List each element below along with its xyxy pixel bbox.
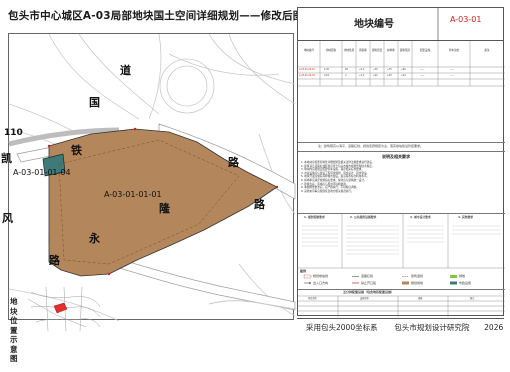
table-header: 停车泊位 (448, 49, 460, 52)
locator-map (27, 286, 101, 332)
table-header: 用地面积 (325, 49, 337, 52)
table-cell: ≤60 (401, 68, 406, 71)
table-cell: —— (420, 74, 425, 77)
notes-list: 1. 本地块应按照控制性详细规划及相关法律法规要求进行建设。 2. 建筑退让道路… (301, 161, 501, 193)
info-panel: 地块编号 A-03-01 地块编号 用地面积 用地性质 容积率 建筑密度 绿地率… (297, 7, 505, 317)
parcel-code-04: A-03-01-01-04 (13, 168, 71, 177)
table-cell: ≤24 (401, 74, 406, 77)
table-cell: A-03-01-01-01 (299, 68, 315, 71)
page-title: 包头市中心城区A-03局部地块国土空间详细规划——修改后图则 (8, 10, 315, 22)
road-label-long: 隆 (159, 202, 170, 215)
parcel-map[interactable]: 道 国 110 凯 铁 风 路 路 路 隆 永 A-03-01-01-04 A-… (1, 33, 296, 322)
boundary-points (47, 127, 279, 276)
table-header: 建筑密度 (371, 49, 383, 52)
road-label-guo: 国 (89, 96, 100, 109)
sub-table-header: 设施名称 (360, 297, 369, 300)
note-item: 4. 市政设施应与建设工程同步规划、同步设计、同步建设。 (301, 171, 370, 175)
road-label-dao: 道 (120, 64, 131, 77)
note-item: 7. 建筑色彩、风格应与周边环境相协调。 (301, 182, 349, 186)
note-item: 6. 绿地率应满足规划指标要求，绿化应与建筑统一设计。 (301, 178, 367, 182)
table-header: 备注 (484, 49, 490, 52)
control-box-title: 3. 城市设计要求 (410, 215, 431, 219)
map-canvas (8, 33, 296, 322)
table-header: 绿地率 (387, 49, 395, 52)
road-label-lu-right: 路 (254, 198, 265, 211)
road-label-yong: 永 (89, 232, 100, 245)
table-cell: —— (420, 68, 425, 71)
legend-item: 道路红线 (361, 274, 374, 278)
indicator-table-grid (298, 41, 505, 87)
note-item: 8. 本图则经批准后，应严格执行，不得擅自调整。 (301, 186, 359, 190)
legend-item: 规划地块线 (313, 274, 329, 278)
table-note: 注：建筑限高以海平、道路红线、视线走廊规控为主，落实地块建设管控要求。 (318, 144, 424, 148)
road-label-feng: 风 (2, 212, 13, 225)
footer: 采用包头2000坐标系 包头市规划设计研究院 2026 (306, 322, 503, 333)
legend-swatches (303, 274, 457, 285)
sub-table-header: 规模 (418, 297, 423, 300)
note-item: 1. 本地块应按照控制性详细规划及相关法律法规要求进行建设。 (301, 161, 375, 164)
note-item: 2. 建筑退让道路红线距离应符合包头市城市规划管理技术规定。 (301, 164, 375, 168)
table-cell: —— (450, 74, 455, 77)
parcel-number-code: A-03-01 (450, 15, 482, 24)
table-cell: ≤2.0 (359, 68, 365, 71)
parcel-code-01: A-03-01-01-01 (104, 190, 162, 199)
table-cell: ≤30 (373, 68, 378, 71)
building-setback-line (58, 139, 240, 265)
table-cell: —— (450, 68, 455, 71)
table-cell: ≥30 (387, 74, 392, 77)
table-cell: U (345, 74, 347, 77)
table-cell: 0.18 (324, 74, 329, 77)
background-road-network (8, 33, 296, 322)
table-header: 配套设施 (419, 49, 431, 52)
table-cell: A-03-01-01-04 (299, 74, 315, 77)
parcel-a-03-01-01-01 (48, 128, 278, 277)
notes-title: 说明及相关要求 (382, 154, 410, 159)
legend-item: 出入口方向 (313, 281, 329, 285)
table-cell: ≤1.0 (359, 74, 365, 77)
road-label-kai: 凯 (1, 152, 12, 165)
road-label-tie: 铁 (71, 144, 82, 157)
table-cell: 2.45 (324, 68, 329, 71)
table-cell: ≥35 (387, 68, 392, 71)
locator-site-marker (53, 302, 68, 314)
control-box-title: 1. 规划控制要求 (304, 215, 325, 219)
road-label-lu-lower: 路 (49, 254, 60, 267)
control-box-title: 2. 公共服务设施要求 (350, 215, 377, 219)
footer-coordinate-system: 采用包头2000坐标系 (306, 323, 378, 332)
legend-item: 市政设施 (459, 281, 472, 285)
legend-title: 图例 (300, 269, 307, 273)
footer-year: 2026 (484, 323, 504, 332)
table-header: 建筑限高 (399, 49, 411, 52)
control-box-title: 4. 其他要求 (458, 215, 474, 219)
table-cell: R2 (345, 68, 348, 71)
sub-table-title: 五分钟配套设施（包含地铁配套设施） (343, 290, 395, 294)
legend-item: 绿地 (459, 274, 466, 278)
road-label-lu-upper: 路 (228, 156, 239, 169)
table-header: 用地性质 (343, 49, 355, 52)
note-item: 9. 其他未尽事宜按国家及地方相关规范执行。 (301, 189, 354, 193)
sub-table-header: 项目类型 (308, 297, 317, 300)
table-cell: ≤40 (373, 74, 378, 77)
table-header: 容积率 (359, 49, 367, 52)
legend-item: 禁止开口段 (361, 281, 377, 285)
sub-table-grid (298, 295, 505, 317)
panel-header: 地块编号 A-03-01 (298, 8, 503, 41)
parcel-number-title: 地块编号 (354, 19, 394, 30)
control-boxes-grid (298, 214, 505, 269)
footer-institute: 包头市规划设计研究院 (394, 323, 470, 332)
locator-label: 地块位置示意图 (10, 297, 18, 363)
legend-item: 规划用地 (411, 281, 424, 285)
note-item: 5. 地块开发应做好海绵城市建设，提高雨水综合利用水平。 (301, 175, 370, 179)
highway-110 (8, 127, 120, 147)
table-header: 地块编号 (303, 49, 315, 52)
road-label-110: 110 (4, 128, 23, 138)
sub-table-header: 备注 (470, 297, 475, 300)
note-item: 3. 地块内应按规定配建停车设施，满足相关标准要求。 (301, 168, 364, 172)
legend-item: 建筑退线 (411, 274, 424, 278)
